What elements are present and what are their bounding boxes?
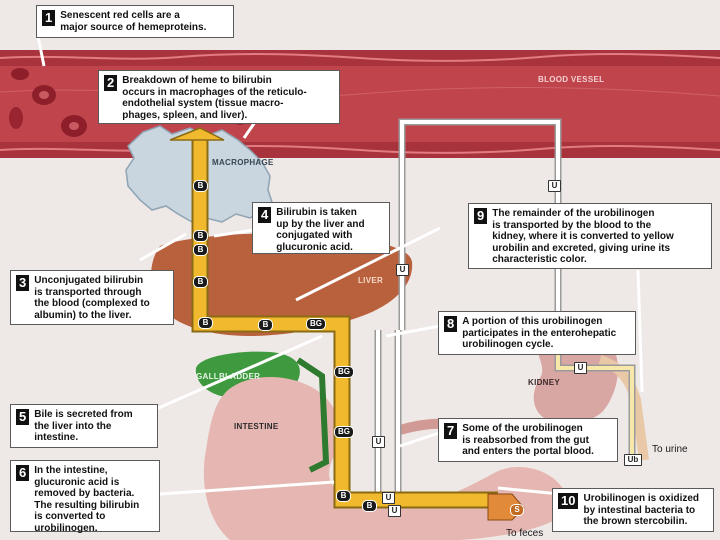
kidney-label: KIDNEY — [528, 378, 561, 387]
step-8-callout: 8 A portion of this urobilinogen partici… — [438, 311, 636, 355]
step-number: 6 — [16, 465, 30, 481]
gallbladder-label: GALLBLADDER — [196, 372, 261, 381]
step-text: Bile is secreted from the liver into the… — [34, 409, 133, 444]
step-number: 8 — [444, 316, 458, 332]
bilirubin-tag: B — [193, 276, 208, 288]
bilirubin-tag: B — [336, 490, 351, 502]
bilirubin-tag: B — [362, 500, 377, 512]
bilirubin-tag: B — [258, 319, 273, 331]
step-text: Unconjugated bilirubin is transported th… — [34, 275, 150, 321]
bilirubin-tag: B — [193, 244, 208, 256]
bilirubin-tag: B — [193, 230, 208, 242]
step-10-callout: 10 Urobilinogen is oxidized by intestina… — [552, 488, 714, 532]
step-text: Senescent red cells are a major source o… — [60, 10, 207, 33]
blood-vessel-label: BLOOD VESSEL — [538, 75, 605, 84]
step-text: In the intestine, glucuronic acid is rem… — [34, 465, 140, 534]
to-feces-label: To feces — [506, 528, 544, 539]
intestine-label: INTESTINE — [234, 422, 279, 431]
step-5-callout: 5 Bile is secreted from the liver into t… — [10, 404, 158, 448]
urobilinogen-tag: U — [548, 180, 561, 192]
step-4-callout: 4 Bilirubin is taken up by the liver and… — [252, 202, 390, 254]
step-number: 10 — [558, 493, 579, 509]
step-7-callout: 7 Some of the urobilinogen is reabsorbed… — [438, 418, 618, 462]
step-1-callout: 1 Senescent red cells are a major source… — [36, 5, 234, 38]
step-text: The remainder of the urobilinogen is tra… — [492, 208, 674, 266]
urobilinogen-tag: U — [372, 436, 385, 448]
urobilinogen-tag: U — [382, 492, 395, 504]
urobilin-tag: Ub — [624, 454, 642, 466]
step-text: Some of the urobilinogen is reabsorbed f… — [462, 423, 594, 458]
liver-label: LIVER — [358, 276, 384, 285]
urobilinogen-tag: U — [574, 362, 587, 374]
urobilinogen-tag: U — [396, 264, 409, 276]
bilirubin-glucuronide-tag: BG — [334, 366, 354, 378]
step-text: Breakdown of heme to bilirubin occurs in… — [122, 75, 307, 121]
step-number: 5 — [16, 409, 30, 425]
step-number: 3 — [16, 275, 30, 291]
bilirubin-glucuronide-tag: BG — [306, 318, 326, 330]
step-number: 4 — [258, 207, 272, 223]
bilirubin-tag: B — [198, 317, 213, 329]
step-text: A portion of this urobilinogen participa… — [462, 316, 617, 351]
step-text: Bilirubin is taken up by the liver and c… — [276, 207, 365, 253]
step-9-callout: 9 The remainder of the urobilinogen is t… — [468, 203, 712, 269]
bilirubin-glucuronide-tag: BG — [334, 426, 354, 438]
step-number: 1 — [42, 10, 56, 26]
macrophage-label: MACROPHAGE — [212, 158, 274, 167]
stercobilin-tag: S — [510, 504, 524, 516]
step-number: 9 — [474, 208, 488, 224]
blood-vessel — [0, 50, 720, 158]
step-number: 2 — [104, 75, 118, 91]
step-2-callout: 2 Breakdown of heme to bilirubin occurs … — [98, 70, 340, 124]
urobilinogen-tag: U — [388, 505, 401, 517]
step-text: Urobilinogen is oxidized by intestinal b… — [583, 493, 700, 528]
bilirubin-tag: B — [193, 180, 208, 192]
step-3-callout: 3 Unconjugated bilirubin is transported … — [10, 270, 174, 325]
to-urine-label: To urine — [652, 444, 688, 455]
step-number: 7 — [444, 423, 458, 439]
step-6-callout: 6 In the intestine, glucuronic acid is r… — [10, 460, 160, 534]
liver-organ — [151, 233, 413, 336]
